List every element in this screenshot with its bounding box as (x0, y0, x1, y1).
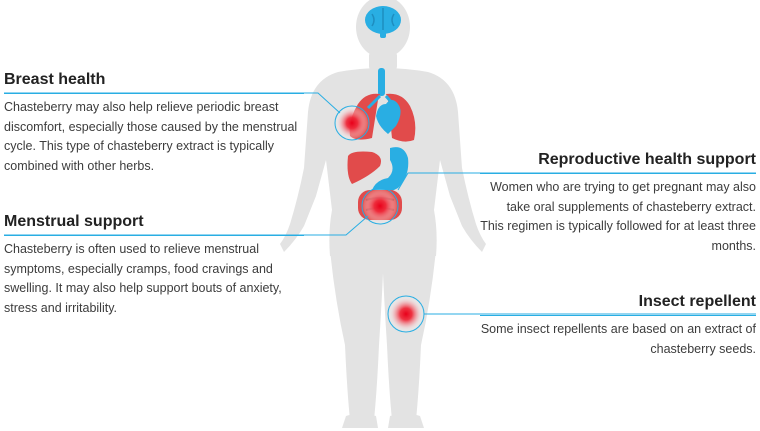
callout-rule (480, 173, 756, 174)
callout-title: Menstrual support (4, 213, 144, 230)
callout-title: Insect repellent (638, 293, 756, 310)
callout-rule (4, 235, 304, 236)
hotspot-breast (334, 105, 370, 141)
callout-text: Women who are trying to get pregnant may… (480, 180, 756, 253)
callout-menstrual-support: Menstrual support Chasteberry is often u… (4, 212, 304, 318)
callout-reproductive-health: Reproductive health support Women who ar… (480, 150, 756, 256)
brain-icon (365, 6, 401, 38)
callout-title: Breast health (4, 71, 106, 88)
callout-breast-health: Breast health Chasteberry may also help … (4, 70, 304, 176)
callout-text: Some insect repellents are based on an e… (480, 322, 756, 356)
liver-icon (347, 151, 381, 184)
heart-icon (376, 100, 401, 134)
callout-insect-repellent: Insect repellent Some insect repellents … (480, 292, 756, 359)
hotspot-insect (387, 295, 425, 333)
callout-rule (480, 315, 756, 316)
stomach-icon (372, 147, 409, 193)
body-silhouette (280, 0, 486, 428)
callout-text: Chasteberry may also help relieve period… (4, 100, 298, 173)
callout-text: Chasteberry is often used to relieve men… (4, 242, 282, 315)
callout-rule (4, 93, 304, 94)
hotspot-menstrual (361, 187, 399, 225)
callout-title: Reproductive health support (538, 151, 756, 168)
